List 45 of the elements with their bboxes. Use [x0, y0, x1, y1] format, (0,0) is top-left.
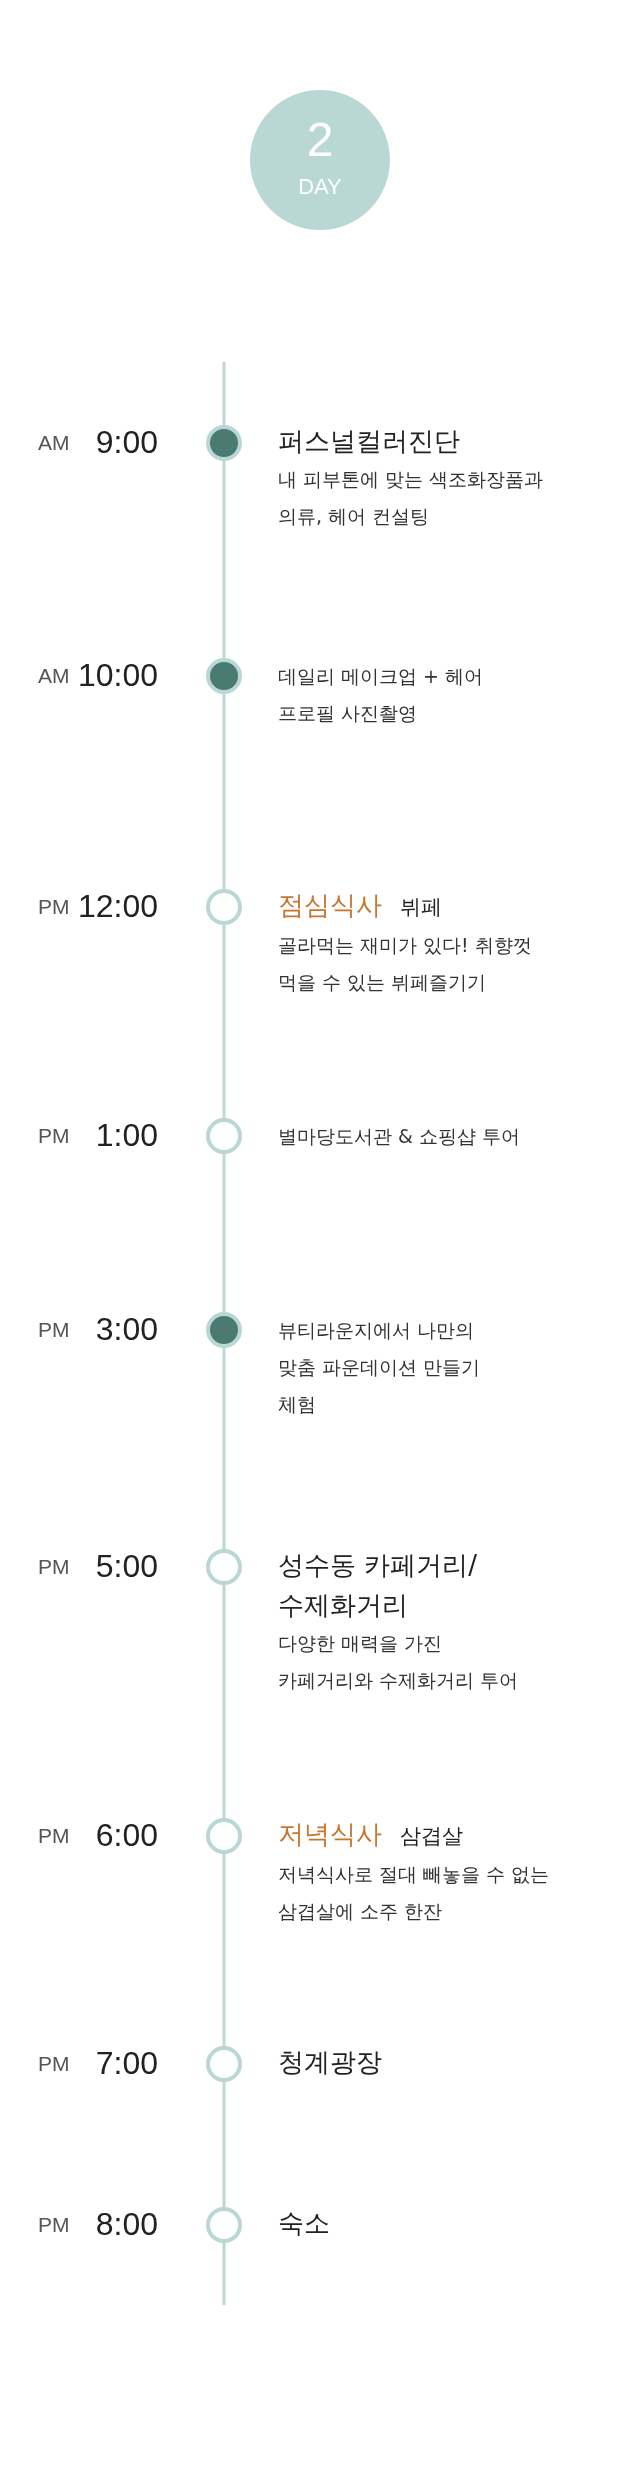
period-label: AM: [38, 431, 70, 455]
meal-title: 저녁식사: [278, 1819, 382, 1849]
activity-description: 저녁식사로 절대 빼놓을 수 없는 삼겹살에 소주 한잔: [278, 1862, 551, 1924]
place-title: 성수동 카페거리/수제화거리: [278, 1549, 479, 1622]
meal-title: 점심식사: [278, 890, 382, 920]
time-label: 6:00: [95, 1817, 158, 1854]
time-label: 8:00: [95, 2206, 158, 2243]
time-label: 10:00: [77, 657, 158, 694]
period-label: PM: [38, 895, 70, 919]
activity-description: 다양한 매력을 가진 카페거리와 수제화거리 투어: [278, 1631, 520, 1693]
period-label: PM: [38, 1555, 70, 1579]
time-label: 12:00: [77, 888, 158, 925]
period-label: PM: [38, 1824, 70, 1848]
timeline-line: [222, 535, 226, 658]
place-title: 청계광장: [278, 2046, 383, 2079]
timeline-line: [222, 1001, 226, 1118]
menu-tag: 뷔페: [400, 895, 442, 919]
day-label: DAY: [297, 174, 343, 200]
timeline-line: [222, 2247, 226, 2305]
timeline-line: [222, 1423, 226, 1549]
time-label: 7:00: [95, 2045, 158, 2082]
period-label: PM: [38, 2052, 70, 2076]
time-label: 1:00: [95, 1117, 158, 1154]
time-label: 5:00: [95, 1548, 158, 1585]
menu-tag: 삼겹살: [400, 1824, 463, 1848]
day-number: 2: [305, 112, 335, 168]
timeline-line: [222, 1158, 226, 1312]
place-title: 퍼스널컬러진단: [278, 425, 461, 458]
time-label: 9:00: [95, 424, 158, 461]
activity-description: 뷰티라운지에서 나만의 맞춤 파운데이션 만들기 체험: [278, 1318, 482, 1417]
activity-description: 내 피부톤에 맞는 색조화장품과 의류, 헤어 컨설팅: [278, 467, 545, 529]
time-label: 3:00: [95, 1311, 158, 1348]
activity-description: 데일리 메이크업 + 헤어 프로필 사진촬영: [278, 664, 485, 726]
timeline-line: [222, 1930, 226, 2046]
timeline-line: [222, 732, 226, 889]
timeline-line: [222, 1699, 226, 1818]
activity-description: 골라먹는 재미가 있다! 취향껏 먹을 수 있는 뷔페즐기기: [278, 933, 533, 995]
period-label: PM: [38, 1124, 70, 1148]
period-label: AM: [38, 664, 70, 688]
activity-description: 별마당도서관 & 쇼핑샵 투어: [278, 1124, 521, 1149]
timeline-line: [222, 2086, 226, 2207]
place-title: 숙소: [278, 2207, 331, 2240]
period-label: PM: [38, 2213, 70, 2237]
period-label: PM: [38, 1318, 70, 1342]
timeline-line: [222, 362, 226, 425]
